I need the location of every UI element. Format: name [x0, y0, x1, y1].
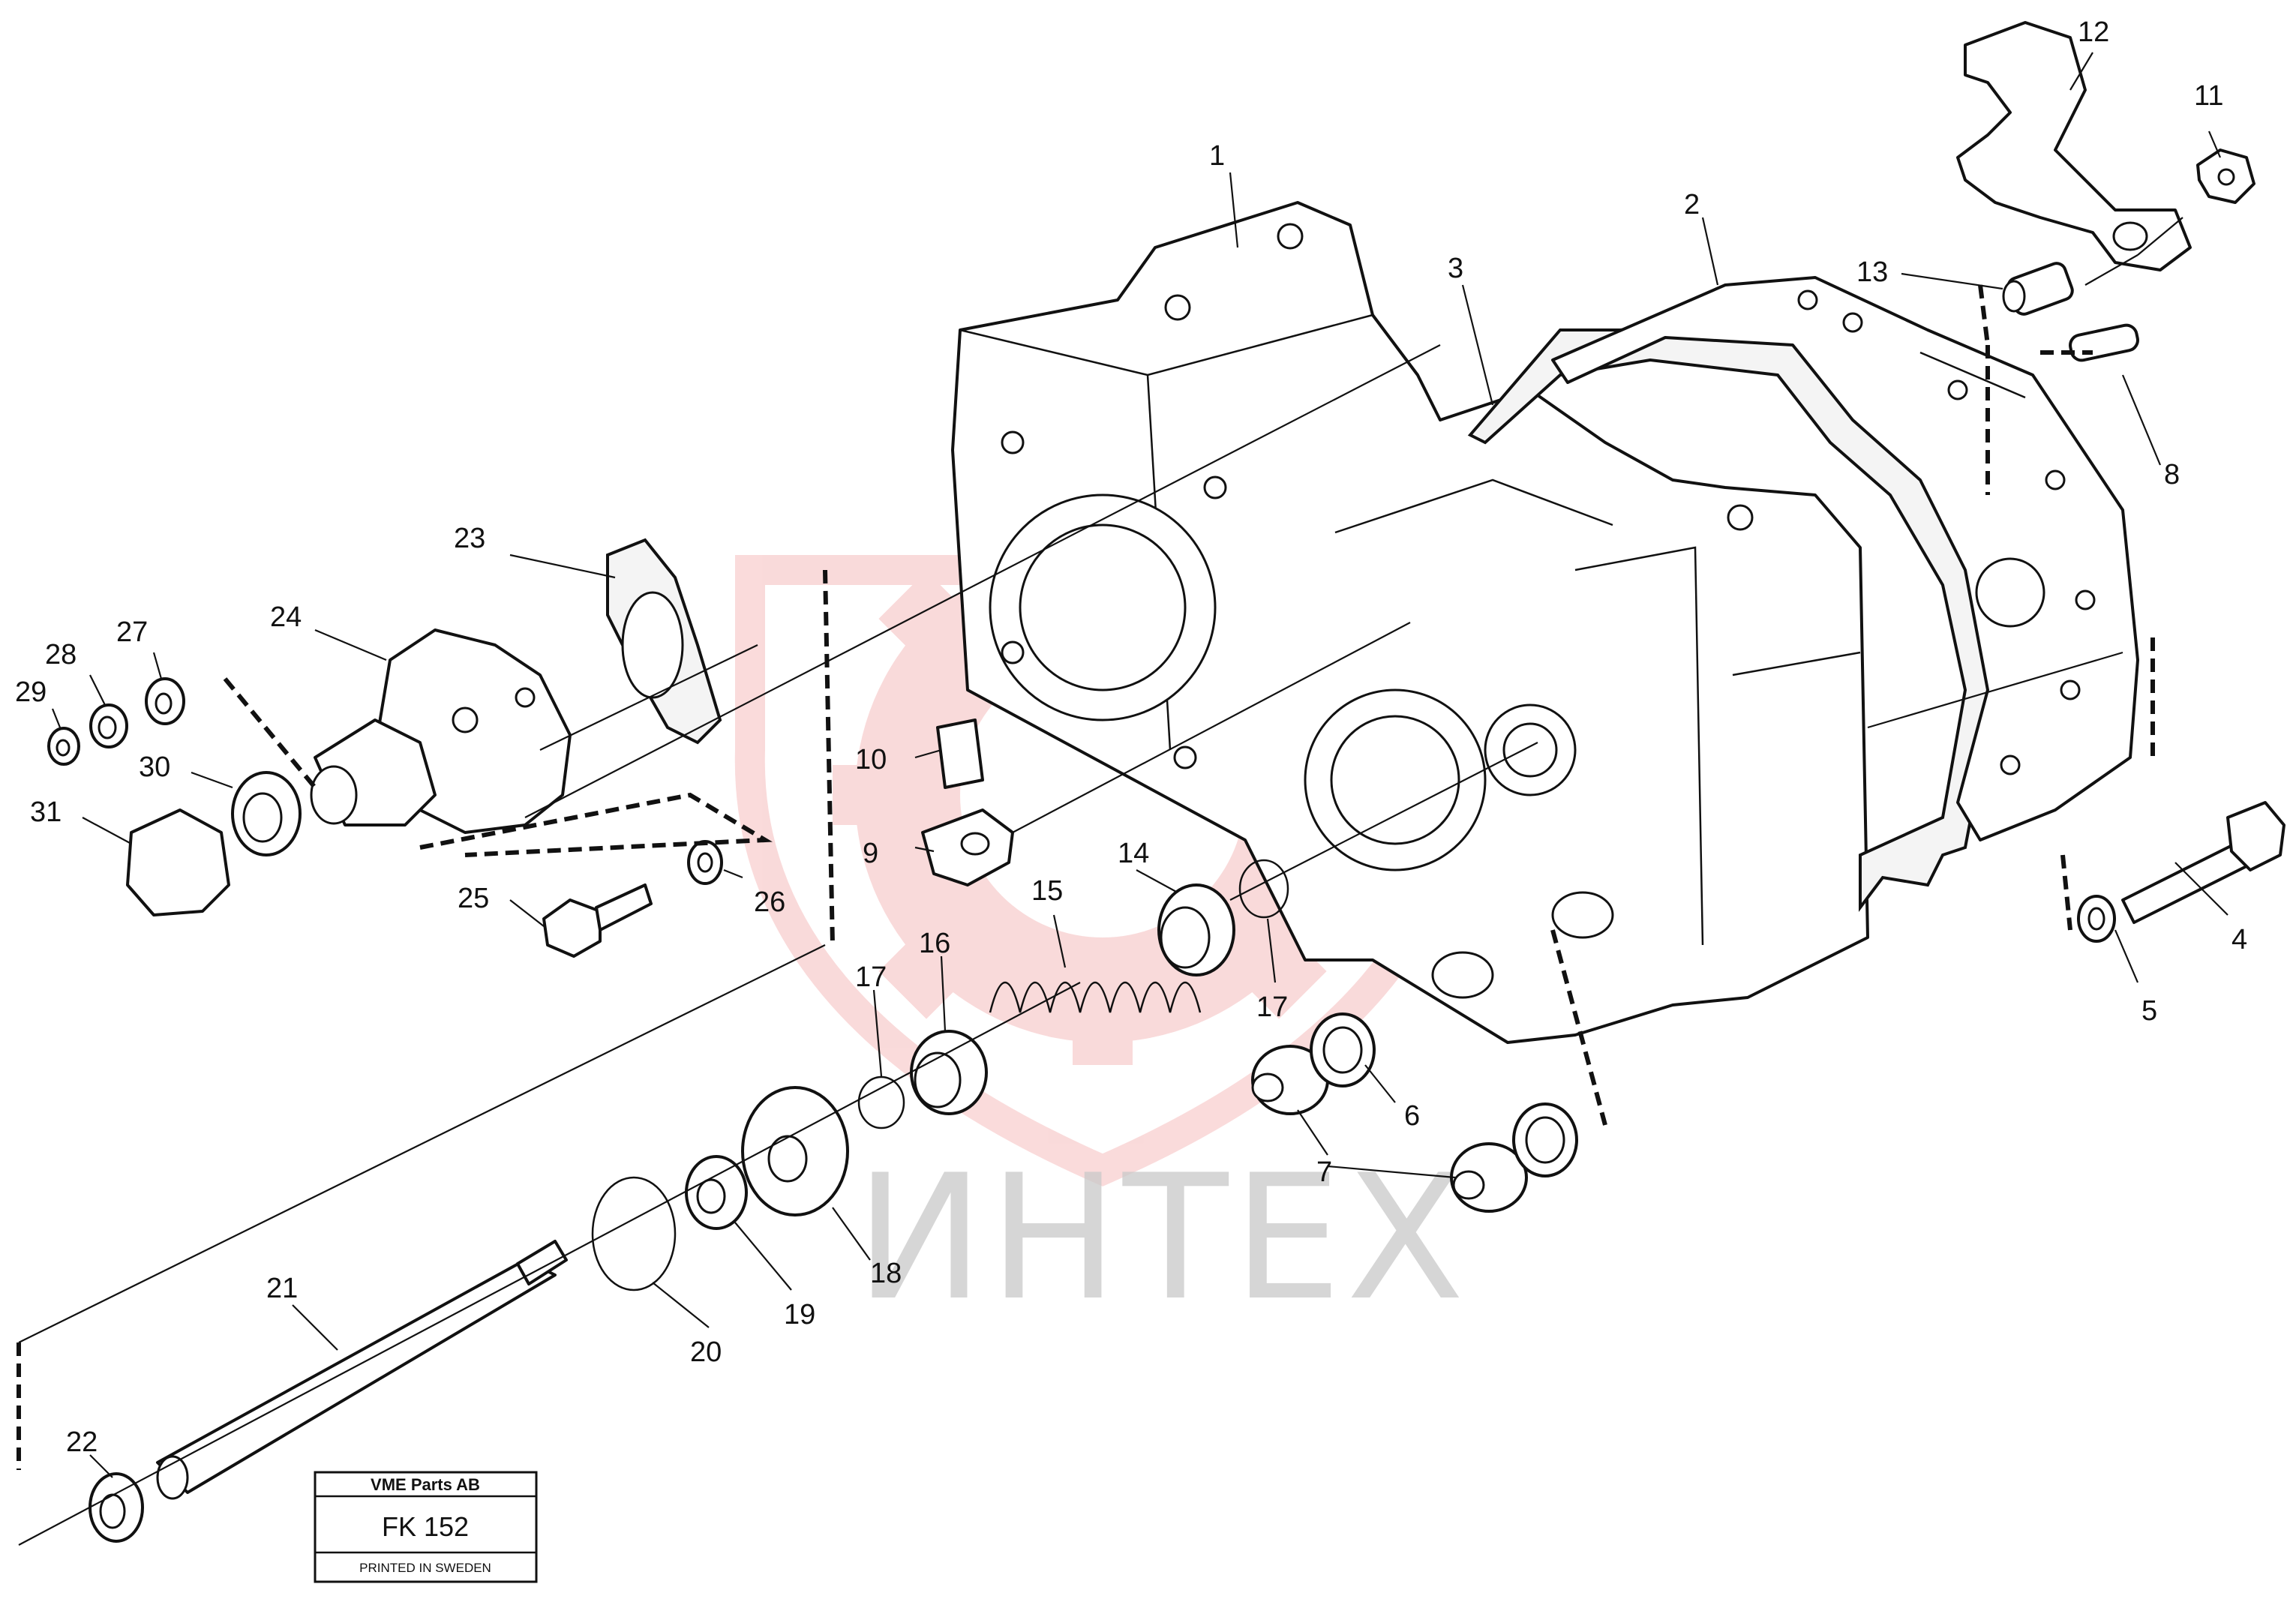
callout-5: 5 — [2141, 995, 2157, 1027]
stamp-code: FK 152 — [382, 1511, 469, 1542]
seal-part-22 — [89, 1472, 144, 1543]
callout-26: 26 — [754, 886, 785, 918]
nipple-part-10 — [936, 718, 984, 789]
callout-30: 30 — [139, 752, 170, 783]
callout-4: 4 — [2231, 924, 2247, 956]
watermark-text: ИНТЕХ — [855, 1138, 1469, 1339]
callout-3: 3 — [1448, 253, 1463, 284]
callout-17-left: 17 — [855, 962, 887, 993]
o-ring-part-17-right — [1238, 859, 1289, 919]
cover-part-18 — [741, 1086, 849, 1216]
bearing-part-19 — [685, 1155, 748, 1230]
nut-part-11 — [2196, 148, 2255, 204]
plug-part-7b — [1450, 1142, 1528, 1213]
callout-19: 19 — [784, 1299, 815, 1330]
spring-part-13 — [2002, 262, 2074, 316]
elbow-fitting-part-9 — [921, 808, 1014, 886]
washer-part-5 — [2077, 895, 2116, 943]
pin-part-8 — [2069, 323, 2139, 362]
callout-10: 10 — [855, 744, 887, 776]
callout-29: 29 — [15, 676, 47, 708]
seal-part-30 — [231, 771, 302, 856]
stamp-box: VME Parts AB FK 152 PRINTED IN SWEDEN — [314, 1471, 538, 1583]
callout-11: 11 — [2194, 80, 2223, 112]
callout-7: 7 — [1316, 1156, 1332, 1188]
washer-part-29 — [47, 727, 80, 766]
shift-fork-part-12 — [1956, 21, 2192, 272]
washer-part-27 — [145, 677, 185, 725]
callout-17-right: 17 — [1256, 992, 1288, 1023]
callout-16: 16 — [919, 928, 950, 959]
callout-2: 2 — [1684, 189, 1700, 220]
bolt-part-4 — [2121, 801, 2285, 924]
callout-25: 25 — [458, 883, 489, 914]
callout-28: 28 — [45, 639, 77, 670]
alignment-lines — [18, 217, 2183, 1546]
callout-27: 27 — [116, 616, 148, 648]
callout-20: 20 — [690, 1336, 722, 1368]
callout-8: 8 — [2164, 459, 2180, 490]
callout-14: 14 — [1118, 838, 1149, 869]
plug-part-7a — [1251, 1045, 1329, 1115]
sleeve-part-14 — [1157, 884, 1235, 976]
stamp-company: VME Parts AB — [371, 1475, 480, 1494]
callout-1: 1 — [1209, 140, 1225, 172]
cap-nut-part-31 — [126, 808, 230, 916]
gasket-part-23 — [606, 538, 722, 745]
housing-rear-part-2 — [1551, 276, 2139, 842]
o-ring-part-17-left — [857, 1076, 905, 1130]
callout-18: 18 — [870, 1258, 902, 1289]
callout-21: 21 — [266, 1273, 298, 1304]
shaft-part-21 — [156, 1240, 568, 1500]
callout-22: 22 — [66, 1426, 98, 1458]
seal-part-6a — [1310, 1012, 1376, 1088]
stamp-note: PRINTED IN SWEDEN — [359, 1561, 491, 1575]
lock-washer-part-26 — [687, 840, 723, 885]
bolt-part-25 — [542, 884, 653, 958]
callout-12: 12 — [2078, 16, 2109, 48]
callout-24: 24 — [270, 602, 302, 633]
callout-6: 6 — [1404, 1100, 1420, 1132]
assembly-dashed-lines — [17, 284, 2155, 1470]
sleeve-part-16 — [910, 1030, 988, 1115]
callout-13: 13 — [1856, 256, 1888, 288]
o-ring-part-20 — [591, 1176, 677, 1292]
callout-31: 31 — [30, 796, 62, 828]
callout-9: 9 — [863, 838, 878, 869]
callout-labels: 1 2 3 4 5 6 7 8 9 10 11 12 13 14 15 16 1… — [15, 16, 2247, 1458]
callout-leaders — [51, 52, 2228, 1478]
seal-part-6b — [1512, 1102, 1578, 1178]
callout-23: 23 — [454, 523, 485, 554]
pump-part-24 — [310, 628, 572, 834]
spring-part-15 — [989, 981, 1202, 1013]
washer-part-28 — [89, 704, 128, 748]
callout-15: 15 — [1031, 875, 1063, 907]
